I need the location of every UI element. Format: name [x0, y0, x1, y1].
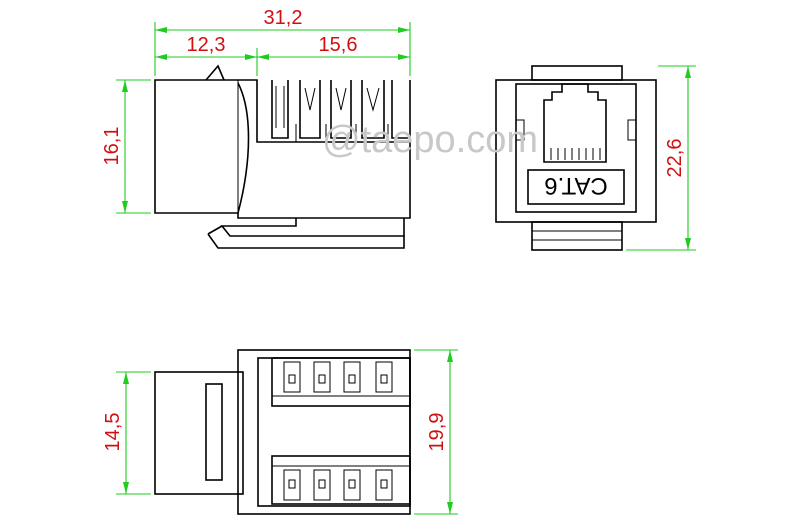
dim-rear-length: 15,6 [319, 34, 358, 56]
front-view: CAT.6 22,6 [495, 65, 696, 251]
dim-side-height: 16,1 [101, 127, 123, 166]
cat6-label: CAT.6 [544, 172, 608, 199]
side-view: 31,2 12,3 15,6 16,1 [101, 7, 411, 249]
watermark: @taepo.com [322, 119, 538, 161]
dim-total-length: 31,2 [264, 7, 303, 29]
dim-bottom-width-front: 14,5 [102, 413, 124, 452]
dim-bottom-width-body: 19,9 [426, 413, 448, 452]
dim-front-height: 22,6 [664, 139, 686, 178]
dim-front-length: 12,3 [187, 34, 226, 56]
bottom-view: 14,5 19,9 [102, 349, 458, 515]
